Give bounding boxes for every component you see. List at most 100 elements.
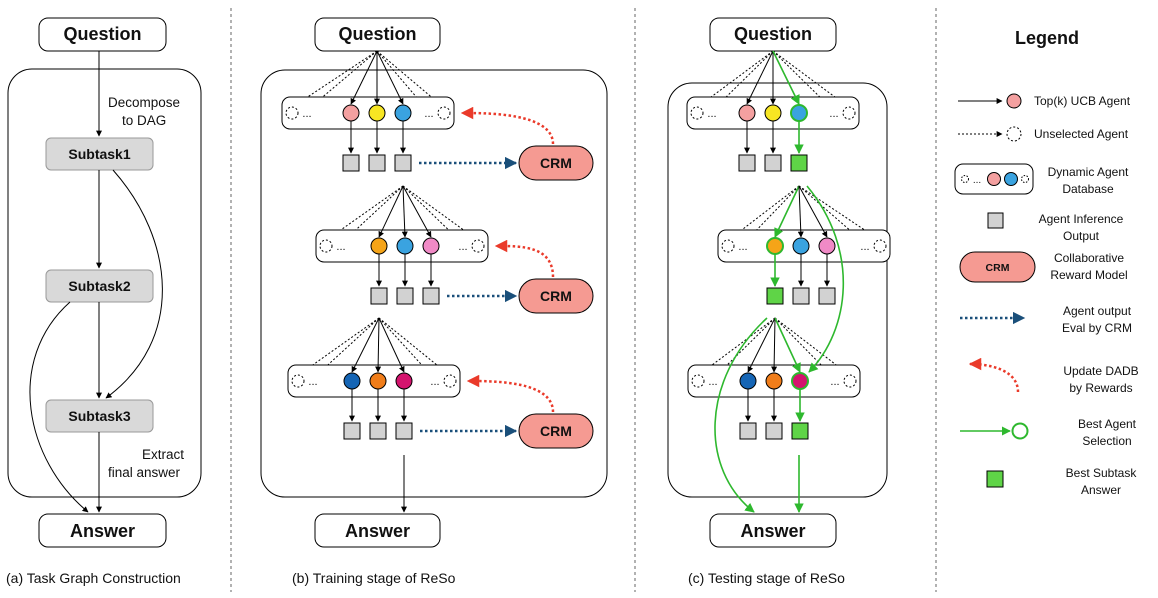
b-layer1-agent-0 <box>342 104 360 122</box>
c-layer2-output-0 <box>766 287 784 305</box>
b-layer1-crm <box>518 145 594 181</box>
legend-topk-agent-icon <box>1006 93 1022 109</box>
b-layer3-dashed-edge-right <box>378 317 449 375</box>
dag-edges <box>29 51 163 513</box>
c-skip-edge-1 <box>806 185 845 373</box>
c-layer1-edge-0 <box>746 50 774 105</box>
workflow-container-b <box>260 69 608 498</box>
b-layer3-ellipsis-left: ... <box>308 376 317 388</box>
caption-b: (b) Training stage of ReSo <box>292 570 456 586</box>
legend-best-subtask-label-2: Answer <box>1081 483 1121 497</box>
panel-a: Question Answer Subtask1 Subtask2 Subtas… <box>6 17 202 586</box>
b-layer3-output-0 <box>343 422 361 440</box>
answer-box-a <box>38 513 167 548</box>
c-layer1-output-2 <box>790 154 808 172</box>
c-layer3-unselected-agent-right <box>843 374 857 388</box>
c-layer2-edge-1 <box>797 185 804 238</box>
b-layer2-edge-0 <box>378 185 404 238</box>
b-layer1-crm-label: CRM <box>540 155 572 171</box>
c-layer2-output-2 <box>818 287 836 305</box>
legend-crm-text: CRM <box>986 262 1010 274</box>
c-layer2-dashed-edge-right2 <box>798 185 861 240</box>
c-layer3-dashed-edge-left2 <box>717 317 776 375</box>
workflow-container-c <box>667 82 888 498</box>
c-layer1-agent-2 <box>790 104 808 122</box>
legend-inference-label-1: Agent Inference <box>1039 212 1124 226</box>
c-layer1-ellipsis-left: ... <box>707 108 716 120</box>
c-skip-edge-2 <box>714 317 768 513</box>
legend-best-subtask-label-1: Best Subtask <box>1066 466 1138 480</box>
c-layer1-agent-1 <box>764 104 782 122</box>
c-layer2-agent-1 <box>792 237 810 255</box>
c-layer1-agent-0 <box>738 104 756 122</box>
c-layer2-ellipsis-left: ... <box>738 241 747 253</box>
legend-title: Legend <box>1015 28 1079 48</box>
legend-update-arrow <box>968 357 1020 393</box>
c-layer2-unselected-agent-right <box>873 239 887 253</box>
legend-update-label-1: Update DADB <box>1063 364 1138 378</box>
legend-topk-label: Top(k) UCB Agent <box>1034 94 1131 108</box>
b-layer1-edge-2 <box>376 50 404 105</box>
b-layer2-output-1 <box>396 287 414 305</box>
b-layer2-agent-2 <box>422 237 440 255</box>
b-layer1-output-2 <box>394 154 412 172</box>
b-layer3-ellipsis-right: ... <box>430 376 439 388</box>
c-layer3-ellipsis-right: ... <box>830 376 839 388</box>
c-layer2-edge-0 <box>774 185 800 238</box>
question-label-a: Question <box>63 24 141 44</box>
extract-text-2: final answer <box>108 465 181 480</box>
c-layer3-edge-1 <box>771 317 778 373</box>
b-layer1-unselected-agent-left <box>285 106 299 120</box>
legend-inference-output-icon <box>987 212 1004 229</box>
legend-best-agent-icon <box>1011 422 1029 440</box>
subtask3-label: Subtask3 <box>68 408 130 424</box>
dag-container <box>7 68 202 498</box>
b-layer1-output-1 <box>368 154 386 172</box>
decompose-text-2: to DAG <box>122 113 166 128</box>
legend-eval-label-2: Eval by CRM <box>1062 321 1132 335</box>
b-layer3-agent-1 <box>369 372 387 390</box>
c-layer2-unselected-agent-left <box>721 239 735 253</box>
legend-database-label-2: Database <box>1062 182 1114 196</box>
c-layer3-edge-0 <box>747 317 776 373</box>
b-layer1-output-0 <box>342 154 360 172</box>
legend-unselected-label: Unselected Agent <box>1034 127 1129 141</box>
subtask2-label: Subtask2 <box>68 278 130 294</box>
b-layer1-ellipsis-left: ... <box>302 108 311 120</box>
legend-crm-label-1: Collaborative <box>1054 251 1124 265</box>
caption-a: (a) Task Graph Construction <box>6 570 181 586</box>
b-layer1-ellipsis-right: ... <box>424 108 433 120</box>
b-layer1-agent-1 <box>368 104 386 122</box>
b-layer1-update-arrow <box>460 106 555 145</box>
legend-unselected-agent-icon <box>1006 126 1022 142</box>
b-layer2-crm <box>518 278 594 314</box>
b-layer3-update-arrow <box>466 374 555 413</box>
answer-label-b: Answer <box>345 521 410 541</box>
b-layer2-output-2 <box>422 287 440 305</box>
b-layer1-agent-2 <box>394 104 412 122</box>
answer-label-c: Answer <box>740 521 805 541</box>
b-layer2-dashed-edge-right <box>402 185 477 240</box>
b-layer3-edge-2 <box>378 317 405 373</box>
b-layer2-dashed-edge-right2 <box>402 185 459 240</box>
b-layer1-dashed-edge-left <box>293 50 378 107</box>
svg-text:...: ... <box>973 175 981 186</box>
c-layer2-edge-2 <box>798 185 828 238</box>
c-layer3-edge-2 <box>774 317 801 373</box>
subtask1-label: Subtask1 <box>68 146 130 162</box>
panel-c: Question Answer .................. (c) T… <box>667 17 891 586</box>
b-layer2-agent-0 <box>370 237 388 255</box>
b-layer3-agent-2 <box>395 372 413 390</box>
legend-best-agent-label-1: Best Agent <box>1078 417 1137 431</box>
c-layer3-unselected-agent-left <box>691 374 705 388</box>
answer-box-c <box>709 513 837 548</box>
b-layer3-unselected-agent-left <box>291 374 305 388</box>
b-layer2-unselected-agent-left <box>319 239 333 253</box>
c-layer3-agent-1 <box>765 372 783 390</box>
legend-eval-label-1: Agent output <box>1063 304 1132 318</box>
b-layer1-database <box>281 96 455 130</box>
b-layer1-unselected-agent-right <box>437 106 451 120</box>
decompose-text-1: Decompose <box>108 95 180 110</box>
b-layer3-dashed-edge-right2 <box>378 317 431 375</box>
b-layer2-edge-2 <box>402 185 432 238</box>
